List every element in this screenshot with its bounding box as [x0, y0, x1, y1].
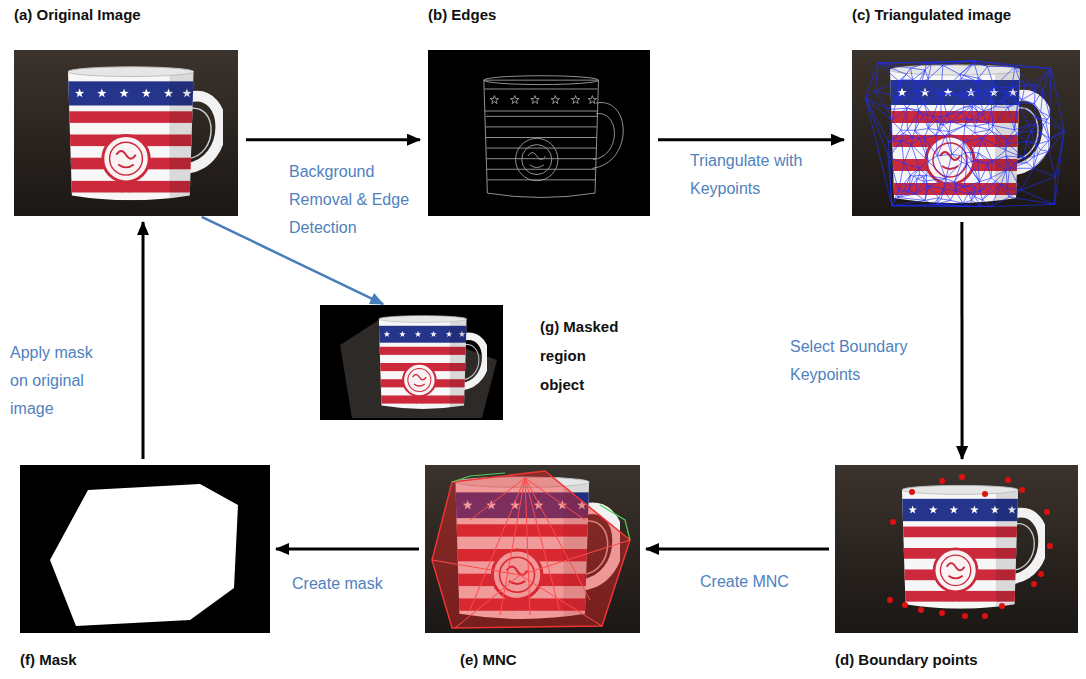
step-label: Apply mask on original image	[10, 339, 110, 423]
photo-edges	[428, 50, 650, 216]
panel-caption: (e) MNC	[460, 651, 517, 669]
image-panel: (d) Boundary points	[835, 465, 1078, 633]
photo-boundary-points	[835, 465, 1078, 633]
process-arrow	[246, 138, 420, 141]
photo-triangulated	[852, 50, 1080, 216]
panel-caption: (c) Triangulated image	[852, 6, 1011, 24]
process-arrow	[960, 222, 963, 459]
process-arrow	[658, 138, 844, 141]
panel-caption: (f) Mask	[20, 651, 77, 669]
panel-caption: (d) Boundary points	[835, 651, 978, 669]
step-label: Select Boundary Keypoints	[790, 333, 930, 389]
image-panel: (c) Triangulated image	[852, 50, 1080, 216]
photo-masked	[320, 305, 503, 420]
triangle-mesh	[866, 61, 1065, 207]
process-arrow	[276, 548, 419, 551]
process-arrow	[142, 222, 145, 459]
step-label: Background Removal & Edge Detection	[289, 158, 419, 242]
step-label: Triangulate with Keypoints	[690, 147, 808, 203]
image-panel: (f) Mask	[20, 465, 270, 633]
step-label: Create MNC	[700, 568, 820, 596]
photo-mnc	[425, 465, 640, 633]
image-panel: (e) MNC	[425, 465, 640, 633]
process-arrow	[646, 548, 829, 551]
panel-caption: (b) Edges	[428, 6, 496, 24]
image-panel: (g) Masked region object	[320, 305, 503, 420]
panel-caption: (a) Original Image	[14, 6, 141, 24]
image-panel: (a) Original Image	[14, 50, 238, 216]
mask-image	[20, 465, 270, 633]
panel-caption: (g) Masked region object	[540, 312, 632, 399]
photo-original	[14, 50, 238, 216]
step-label: Create mask	[292, 570, 412, 598]
image-panel: (b) Edges	[428, 50, 650, 216]
